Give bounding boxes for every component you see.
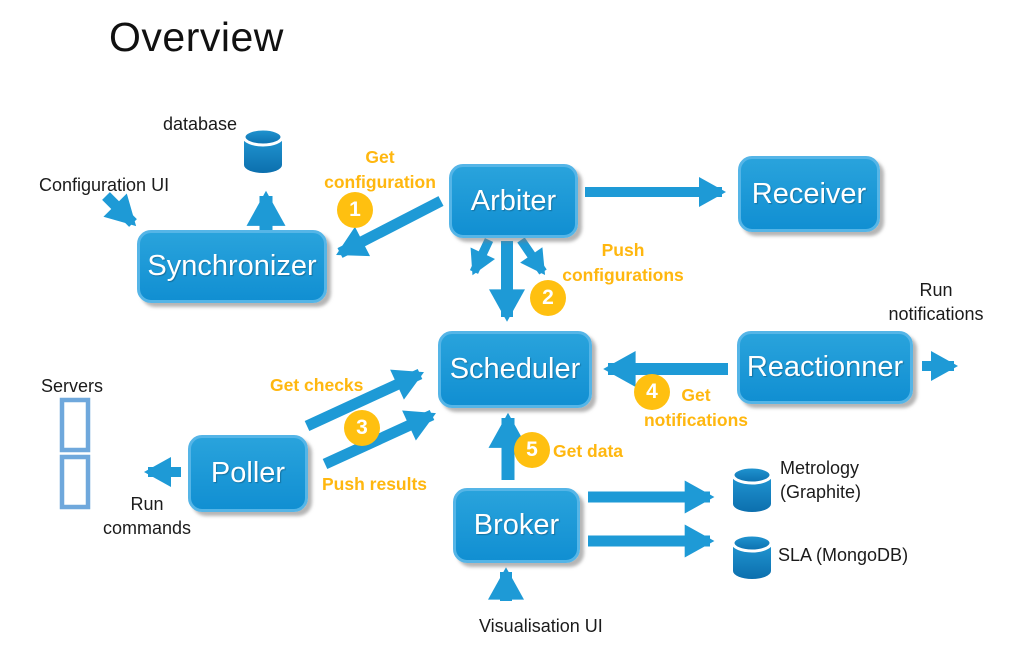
flow-label-push-results: Push results [322,474,428,494]
metrology-db-icon [731,465,773,512]
arrow-arbiter-fan-left [469,238,496,276]
flow-label-push-configurations: Push configurations [562,240,684,286]
step-badge-2: 2 [530,280,566,316]
flow-label-get-checks: Get checks [270,375,364,395]
node-broker-label: Broker [473,509,560,541]
node-scheduler: Scheduler [438,331,592,408]
node-receiver: Receiver [738,156,880,232]
database-label: database [163,114,238,134]
flow-label-get-configuration: Get configuration [324,147,436,193]
arrow-arbiter-to-synchronizer [336,196,444,258]
arrow-poller-to-scheduler-push-results [322,409,437,470]
servers-label: Servers [41,376,104,396]
node-synchronizer-label: Synchronizer [147,250,317,282]
run-notifications-label: Run notifications [888,280,984,325]
arrow-configuration-ui-to-synchronizer [102,192,137,227]
node-synchronizer: Synchronizer [137,230,327,303]
arrow-poller-to-scheduler-get-checks [304,369,424,431]
node-poller: Poller [188,435,308,512]
node-reactionner-label: Reactionner [746,351,904,383]
node-scheduler-label: Scheduler [449,353,581,385]
step-badge-4: 4 [634,374,670,410]
metrology-label: Metrology (Graphite) [780,458,862,503]
node-broker: Broker [453,488,580,563]
arrow-arbiter-fan-right [517,237,547,275]
sla-db-icon [731,533,773,579]
node-reactionner: Reactionner [737,331,913,404]
step-badge-3: 3 [344,410,380,446]
visualisation-ui-label: Visualisation UI [479,616,603,636]
configuration-ui-label: Configuration UI [39,175,170,195]
step-badge-1: 1 [337,192,373,228]
page-title: Overview [109,14,284,60]
sla-label: SLA (MongoDB) [778,545,909,565]
step-badge-5: 5 [514,432,550,468]
flow-label-get-data: Get data [553,441,624,461]
database-icon [242,127,284,173]
node-arbiter-label: Arbiter [470,184,557,217]
node-arbiter: Arbiter [449,164,578,238]
flow-label-get-notifications: Get notifications [643,385,749,431]
node-poller-label: Poller [210,457,286,489]
node-receiver-label: Receiver [751,177,867,210]
servers-icon [59,397,91,510]
run-commands-label: Run commands [102,494,192,539]
